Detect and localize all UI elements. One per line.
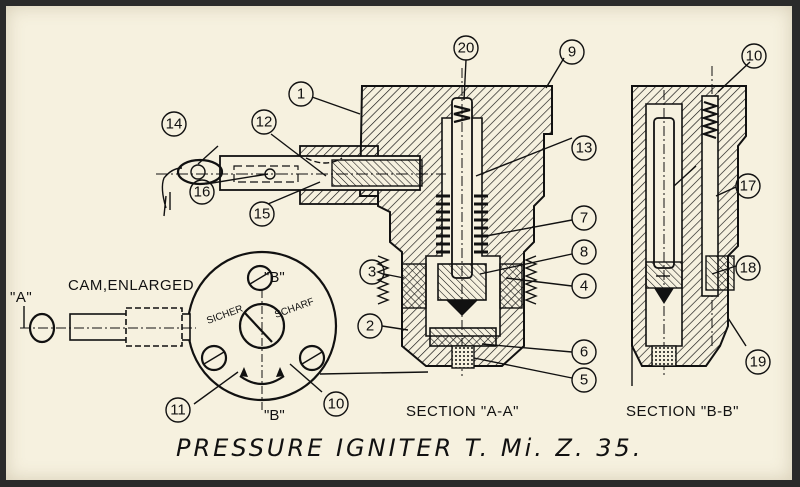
svg-text:18: 18	[740, 260, 757, 277]
callout-14: 14	[161, 111, 187, 137]
svg-text:10: 10	[746, 48, 763, 65]
callout-10-top: 10	[741, 43, 767, 69]
callout-5: 5	[571, 367, 597, 393]
cam-enlarged-label: CAM,ENLARGED	[68, 277, 194, 294]
main-spring	[436, 194, 488, 254]
drawing-sheet: 1 2 3 4 5 6 7 8 9 10 10 11 12 13 14 15 1…	[6, 6, 792, 480]
svg-text:9: 9	[568, 44, 576, 61]
thread-left	[376, 255, 390, 305]
callout-circles: 1 2 3 4 5 6 7 8 9 10 10 11 12 13 14 15 1…	[161, 35, 771, 423]
svg-text:8: 8	[580, 244, 588, 261]
svg-text:11: 11	[170, 402, 186, 419]
svg-text:19: 19	[750, 354, 767, 371]
callout-15: 15	[249, 201, 275, 227]
thread-right	[524, 255, 538, 305]
callout-9: 9	[559, 39, 585, 65]
svg-text:20: 20	[458, 40, 475, 57]
sicher-label: SICHER	[205, 304, 244, 327]
callout-3: 3	[359, 259, 385, 285]
callout-10-cam: 10	[323, 391, 349, 417]
section-bb-label: SECTION "B-B"	[626, 403, 739, 420]
section-aa-view	[156, 68, 553, 376]
callout-6: 6	[571, 339, 597, 365]
callout-8: 8	[571, 239, 597, 265]
svg-text:17: 17	[740, 178, 757, 195]
view-b-top-label: "B"	[264, 269, 285, 286]
svg-text:10: 10	[328, 396, 345, 413]
svg-text:4: 4	[580, 278, 588, 295]
scharf-label: SCHARF	[273, 296, 315, 320]
technical-drawing: 1 2 3 4 5 6 7 8 9 10 10 11 12 13 14 15 1…	[10, 35, 771, 462]
svg-text:5: 5	[580, 372, 588, 389]
section-aa-label: SECTION "A-A"	[406, 403, 519, 420]
svg-text:6: 6	[580, 344, 588, 361]
svg-text:15: 15	[254, 206, 271, 223]
callout-20: 20	[453, 35, 479, 61]
callout-16: 16	[189, 179, 215, 205]
callout-1: 1	[288, 81, 314, 107]
callout-13: 13	[571, 135, 597, 161]
callout-18: 18	[735, 255, 761, 281]
svg-text:3: 3	[368, 264, 376, 281]
callout-2: 2	[357, 313, 383, 339]
leader-lines	[193, 57, 751, 405]
svg-text:16: 16	[194, 184, 211, 201]
callout-4: 4	[571, 273, 597, 299]
callout-19: 19	[745, 349, 771, 375]
drawing-title: PRESSURE IGNITER T. Mi. Z. 35.	[176, 434, 643, 462]
svg-text:2: 2	[366, 318, 374, 335]
svg-text:13: 13	[576, 140, 593, 157]
callout-7: 7	[571, 205, 597, 231]
view-b-bottom-label: "B"	[264, 407, 285, 424]
callout-17: 17	[735, 173, 761, 199]
callout-12: 12	[251, 109, 277, 135]
view-a-label: "A"	[10, 289, 32, 306]
svg-text:14: 14	[166, 116, 183, 133]
svg-text:7: 7	[580, 210, 588, 227]
section-bb-view	[631, 66, 747, 386]
svg-text:1: 1	[297, 86, 305, 103]
callout-11: 11	[165, 397, 191, 423]
cam-enlarged-view	[20, 250, 338, 410]
svg-text:12: 12	[256, 114, 273, 131]
